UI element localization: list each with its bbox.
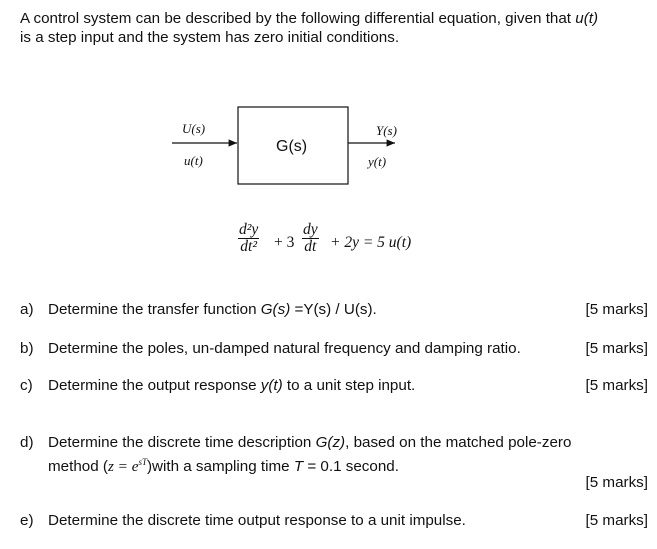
question-e: e) Determine the discrete time output re… xyxy=(20,511,650,531)
question-a-text: Determine the transfer function G(s) =Y(… xyxy=(48,300,377,319)
qd-math: z = e xyxy=(107,458,139,476)
question-a-label: a) xyxy=(20,301,34,318)
qd-mid: )with a sampling time xyxy=(146,458,294,476)
plus-three: + 3 xyxy=(274,234,295,251)
equation-rest: + 2y = 5 u(t) xyxy=(330,234,412,251)
d2y-denominator: dt² xyxy=(240,238,257,255)
intro-line-1: A control system can be described by the… xyxy=(20,9,650,28)
intro-text-1: A control system can be described by the… xyxy=(20,10,576,27)
qc-pre: Determine the output response xyxy=(48,377,261,394)
question-d-label: d) xyxy=(20,434,34,451)
question-c-marks: [5 marks] xyxy=(585,377,648,394)
intro-line-2: is a step input and the system has zero … xyxy=(20,29,400,46)
question-b-label: b) xyxy=(20,340,34,357)
qd-post: , based on the matched pole-zero xyxy=(345,434,572,451)
qc-post: to a unit step input. xyxy=(282,377,416,394)
question-d-line-1: Determine the discrete time description … xyxy=(48,433,571,452)
dy-numerator: dy xyxy=(302,221,319,239)
differential-equation: d²y dt² + 3 dy dt + 2y = 5 u(t) xyxy=(238,222,478,266)
gs-block xyxy=(237,106,349,185)
question-b-text: Determine the poles, un-damped natural f… xyxy=(48,340,521,357)
qa-gs: G(s) xyxy=(260,301,291,318)
question-c: c) Determine the output response y(t) to… xyxy=(20,376,650,396)
qd-post2: = 0.1 second. xyxy=(303,458,399,476)
dy-fraction: dy dt xyxy=(302,222,319,255)
input-label-s: U(s) xyxy=(182,121,206,136)
question-a: a) Determine the transfer function G(s) … xyxy=(20,300,650,320)
question-e-marks: [5 marks] xyxy=(585,512,648,529)
question-c-label: c) xyxy=(20,377,33,394)
question-e-label: e) xyxy=(20,512,34,529)
qd-sup: sT xyxy=(138,457,147,467)
qd-gz: G(z) xyxy=(315,434,346,451)
qa-post: =Y(s) / U(s). xyxy=(290,301,377,318)
output-label-t: y(t) xyxy=(368,154,387,169)
qd-pre: Determine the discrete time description xyxy=(48,434,316,451)
qd-t: T xyxy=(293,458,304,476)
dy-denominator: dt xyxy=(304,238,317,255)
question-c-text: Determine the output response y(t) to a … xyxy=(48,376,415,395)
qc-yt: y(t) xyxy=(260,377,283,394)
question-d: d) Determine the discrete time descripti… xyxy=(20,433,650,493)
input-label-t: u(t) xyxy=(184,153,203,168)
intro-ut: u(t) xyxy=(575,10,599,27)
d2y-fraction: d²y dt² xyxy=(238,221,260,255)
question-e-text: Determine the discrete time output respo… xyxy=(48,512,466,529)
question-b-marks: [5 marks] xyxy=(585,340,648,357)
question-d-line-2: method (z = esT)with a sampling time T =… xyxy=(48,453,399,476)
question-b: b) Determine the poles, un-damped natura… xyxy=(20,339,650,359)
d2y-numerator: d²y xyxy=(238,221,260,239)
qa-pre: Determine the transfer function xyxy=(48,301,261,318)
question-d-marks: [5 marks] xyxy=(585,474,648,491)
problem-intro: A control system can be described by the… xyxy=(20,9,650,47)
output-label-s: Y(s) xyxy=(376,123,397,138)
qd-method: method ( xyxy=(48,458,108,476)
question-a-marks: [5 marks] xyxy=(585,301,648,318)
block-label: G(s) xyxy=(276,138,308,155)
